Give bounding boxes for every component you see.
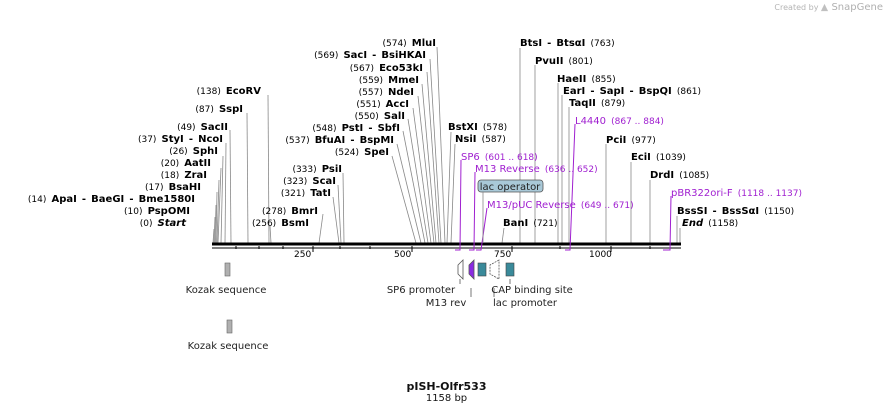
feature-label-kozak: Kozak sequence — [188, 341, 269, 352]
feature-label-sp6-promoter: SP6 promoter — [387, 285, 456, 296]
created-by-text: Created by — [774, 3, 819, 12]
left-site-labels: (574) MluI (569) SacI - BsiHKAI (567) Ec… — [28, 31, 436, 230]
map-name: pISH-Olfr533 — [406, 380, 487, 393]
leader-lines — [212, 46, 681, 244]
site-label: (138) EcoRV — [197, 79, 262, 98]
site-label: (20) AatII — [161, 151, 211, 170]
site-label: BssSI - BssSαI (1150) — [677, 199, 794, 218]
site-label: (10) PspOMI — [124, 199, 190, 218]
cap-binding-site-glyph — [505, 262, 515, 277]
right-site-labels: BtsI - BtsαI (763) PvuII (801) HaeII (85… — [448, 31, 794, 230]
lac-operator-feature: lac operator — [477, 179, 544, 242]
site-label: (569) SacI - BsiHKAI — [314, 43, 426, 62]
site-label: HaeII (855) — [557, 67, 616, 86]
site-label: (278) BmrI — [262, 199, 318, 218]
site-label: (26) SphI — [169, 139, 218, 158]
tick-label: 500 — [394, 250, 411, 260]
site-label: (537) BfuAI - BspMI — [285, 128, 394, 147]
site-label: DrdI (1085) — [650, 163, 709, 182]
tick-label: 750 — [494, 250, 511, 260]
site-label: (574) MluI — [382, 31, 436, 50]
site-label: (557) NdeI — [359, 80, 414, 99]
primer-label-sp6: SP6 (601 .. 618) — [461, 145, 538, 164]
site-label: NsiI (587) — [455, 127, 506, 146]
site-label: (551) AccI — [356, 92, 409, 111]
site-label: EciI (1039) — [631, 145, 686, 164]
site-label: TaqII (879) — [569, 91, 625, 110]
tick-label: 250 — [294, 250, 311, 260]
site-label: (333) PsiI — [292, 157, 342, 176]
site-label: (18) ZraI — [161, 163, 207, 182]
site-label: (37) StyI - NcoI — [138, 127, 223, 146]
backbone — [212, 242, 681, 246]
feature-glyphs — [224, 259, 515, 334]
primer-label-m13-puc-reverse: M13/pUC Reverse (649 .. 671) — [487, 193, 634, 212]
site-label: BtsI - BtsαI (763) — [520, 31, 615, 50]
lac-operator-glyph — [477, 262, 487, 277]
site-label: (17) BsaHI — [145, 175, 201, 194]
site-label: (323) ScaI — [283, 169, 336, 188]
site-label: BstXI (578) — [448, 115, 507, 134]
site-label: (548) PstI - SbfI — [312, 116, 400, 135]
sp6-promoter-glyph — [457, 259, 464, 280]
site-label: (559) MmeI — [359, 68, 419, 87]
primer-label-m13-reverse: M13 Reverse (636 .. 652) — [475, 157, 598, 176]
site-label: EarI - SapI - BspQI (861) — [563, 79, 701, 98]
feature-label-m13-rev: M13 rev — [426, 298, 467, 309]
feature-label-cap-binding-site: CAP binding site — [491, 285, 573, 296]
map-length: 1158 bp — [425, 393, 468, 404]
primer-arrow-l4440 — [565, 123, 576, 251]
site-label: (550) SalI — [355, 104, 405, 123]
primer-arrow-sp6 — [455, 159, 462, 251]
snapgene-brand: SnapGene — [831, 2, 883, 13]
primer-arrow-m13-puc-reverse — [476, 207, 488, 251]
lac-operator-label: lac operator — [480, 182, 541, 193]
site-label: End (1158) — [682, 211, 738, 230]
primer-arrow-m13-reverse — [469, 171, 476, 251]
site-label: (256) BsmI — [252, 211, 309, 230]
site-label: (321) TatI — [281, 181, 331, 200]
site-label: (49) SacII — [177, 115, 228, 134]
primer-arrow-pbr322ori-f — [663, 195, 672, 251]
lac-operator-box — [477, 179, 544, 193]
site-label: (14) ApaI - BaeGI - Bme1580I — [28, 187, 195, 206]
site-label: PciI (977) — [606, 128, 656, 147]
site-label: (524) SpeI — [335, 140, 389, 159]
site-label: (87) SspI — [195, 97, 243, 116]
kozak-glyph — [224, 262, 231, 277]
feature-label-lac-promoter: lac promoter — [493, 298, 558, 309]
lac-promoter-glyph — [489, 259, 500, 280]
credit: Created by SnapGene — [774, 2, 883, 13]
site-label: (567) Eco53kI — [350, 56, 423, 75]
snapgene-logo-icon — [821, 3, 829, 12]
tick-label: 1000 — [589, 250, 612, 260]
kozak-glyph — [226, 319, 233, 334]
site-label: BanI (721) — [503, 211, 558, 230]
primer-label-pbr322ori-f: pBR322ori-F (1118 .. 1137) — [671, 181, 802, 200]
m13-rev-glyph — [468, 259, 475, 280]
site-label: PvuII (801) — [535, 49, 593, 68]
primers: L4440 (867 .. 884) SP6 (601 .. 618) M13 … — [455, 109, 802, 251]
primer-label-l4440: L4440 (867 .. 884) — [575, 109, 664, 128]
feature-label-kozak: Kozak sequence — [186, 285, 267, 296]
site-label: (0) Start — [140, 211, 188, 230]
